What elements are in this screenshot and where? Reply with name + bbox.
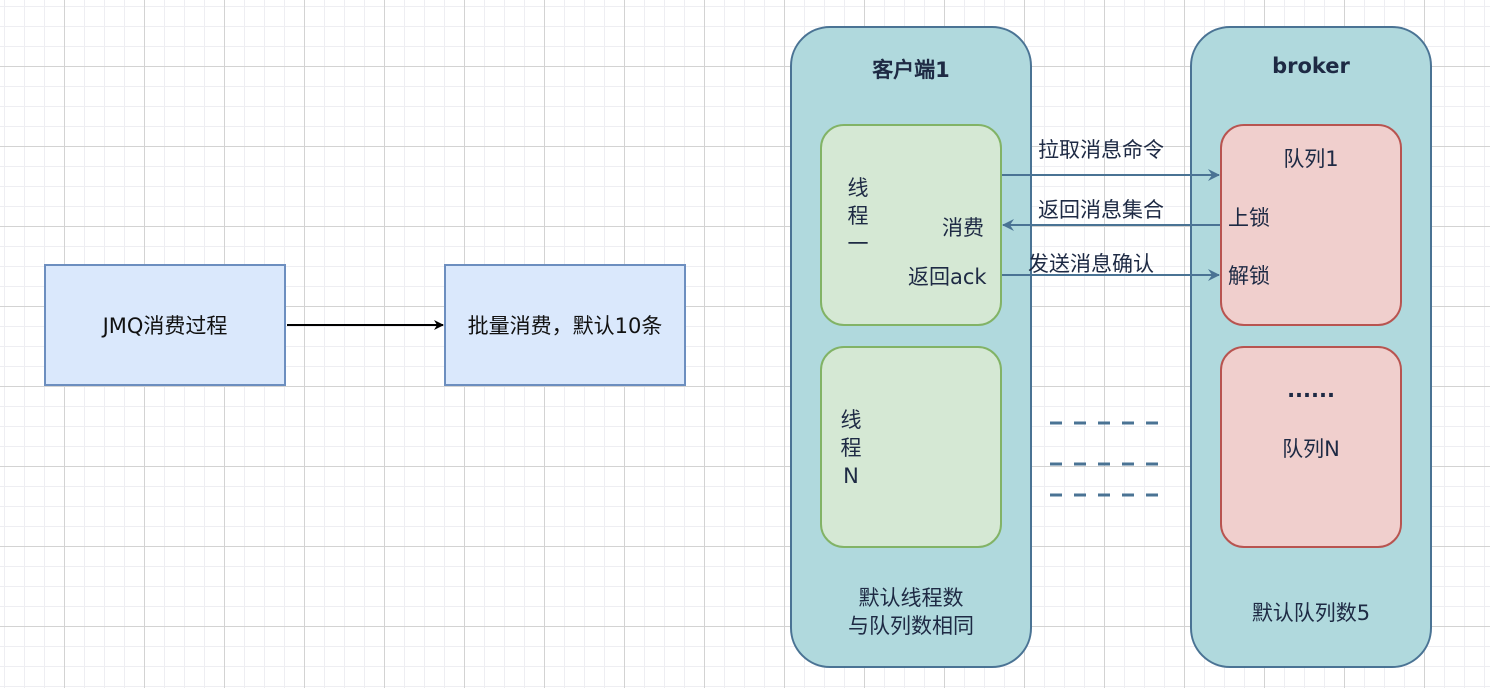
thread-n-char: N <box>843 464 859 488</box>
queue-1-box[interactable] <box>1220 124 1402 326</box>
queue-1-title: 队列1 <box>1283 147 1339 171</box>
return-messages-label: 返回消息集合 <box>1038 198 1164 222</box>
client-footer-line1: 默认线程数 <box>858 586 964 610</box>
thread-1-box[interactable] <box>820 124 1002 326</box>
pull-command-label: 拉取消息命令 <box>1038 138 1164 162</box>
batch-consume-box[interactable]: 批量消费，默认10条 <box>444 264 686 386</box>
thread-1-char: 线 <box>847 176 869 200</box>
batch-consume-label: 批量消费，默认10条 <box>467 314 663 338</box>
broker-footer: 默认队列数5 <box>1251 601 1371 625</box>
jmq-process-box[interactable]: JMQ消费过程 <box>44 264 286 386</box>
thread-n-char: 线 <box>840 408 862 432</box>
queue-ellipsis: ...... <box>1287 378 1335 402</box>
client-footer-line2: 与队列数相同 <box>848 614 974 638</box>
thread-n-char: 程 <box>840 436 862 460</box>
thread-1-char: 程 <box>847 204 869 228</box>
broker-title: broker <box>1272 54 1350 78</box>
queue-n-box[interactable] <box>1220 346 1402 548</box>
thread-n-label: 线 程 N <box>839 406 863 490</box>
queue-n-title: 队列N <box>1282 437 1340 461</box>
consume-label: 消费 <box>942 216 984 240</box>
send-ack-label: 发送消息确认 <box>1028 252 1154 276</box>
jmq-process-label: JMQ消费过程 <box>102 314 228 338</box>
thread-n-box[interactable] <box>820 346 1002 548</box>
return-ack-label: 返回ack <box>908 265 987 289</box>
unlock-label: 解锁 <box>1228 264 1270 288</box>
thread-1-label: 线 程 一 <box>846 174 870 258</box>
client-title: 客户端1 <box>872 58 950 82</box>
thread-1-char: 一 <box>847 232 869 256</box>
lock-label: 上锁 <box>1228 206 1270 230</box>
